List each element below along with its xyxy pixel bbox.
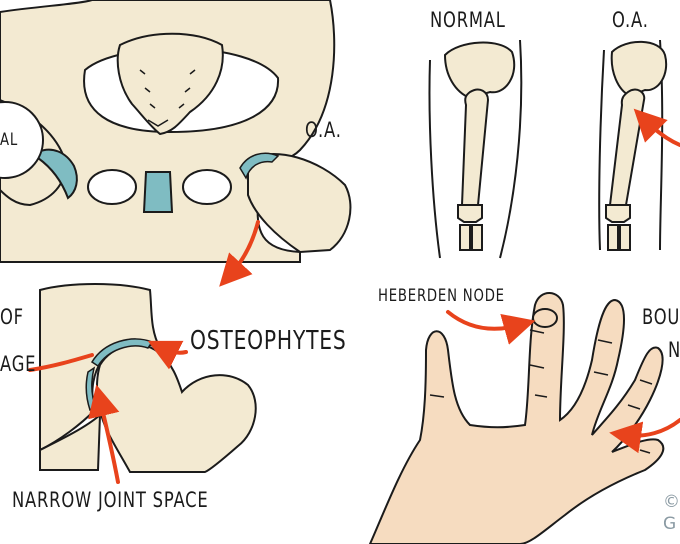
obturator-right [182, 169, 232, 205]
bouchard-arrow [609, 418, 680, 454]
normal-pelvis-piece [443, 41, 516, 100]
heberden-label: HEBERDEN NODE [378, 286, 505, 306]
hip-femoral-head [96, 343, 257, 473]
heberden-arrow [446, 310, 536, 345]
osteophytes-label: OSTEOPHYTES [190, 326, 347, 356]
pelvis-panel [0, 0, 352, 287]
pelvis-left-label-partial: AL [0, 130, 19, 150]
hip-joint-panel [28, 283, 257, 484]
right-femoral-head [247, 153, 352, 254]
copyright-letter: G [663, 514, 678, 534]
femur-panel [428, 39, 680, 259]
osteophytes-arrow [147, 340, 188, 370]
pelvis-oa-label: O.A. [305, 118, 342, 142]
heberden-node [532, 308, 558, 328]
oa-knee [605, 204, 631, 251]
oa-pelvis-piece [610, 40, 668, 98]
normal-femur-shaft [460, 88, 490, 206]
hand-panel [368, 292, 680, 544]
cartilage-loss-label-partial-2: AGE [0, 352, 37, 376]
narrow-joint-label: NARROW JOINT SPACE [12, 488, 209, 512]
right-hip-cartilage-thin [239, 152, 280, 180]
acetabulum-lower [39, 412, 102, 471]
bouchard-label-partial-1: BOU [642, 305, 680, 329]
sacrum [116, 32, 224, 136]
sacral-foramina [139, 69, 196, 127]
pubic-symphysis [142, 171, 174, 213]
left-hip-cartilage [37, 148, 78, 200]
oa-femur-arrow [633, 108, 680, 147]
copyright-mark: © [663, 492, 680, 512]
hand-skin [368, 292, 665, 544]
bouchard-label-partial-2: N [668, 338, 680, 362]
oa-femur-label: O.A. [612, 8, 649, 32]
normal-thigh-outline [428, 39, 523, 259]
cartilage-loss-label-partial-1: OF [0, 305, 24, 329]
normal-femur-label: NORMAL [430, 8, 506, 32]
obturator-left [87, 169, 137, 205]
narrow-joint-arrow [88, 384, 120, 484]
cartilage-loss-arrow [28, 353, 94, 372]
pelvis-to-hip-arrow [219, 220, 260, 287]
oa-femur-shaft [608, 88, 646, 206]
normal-knee [457, 204, 483, 251]
speech-bubble-left [0, 101, 44, 179]
